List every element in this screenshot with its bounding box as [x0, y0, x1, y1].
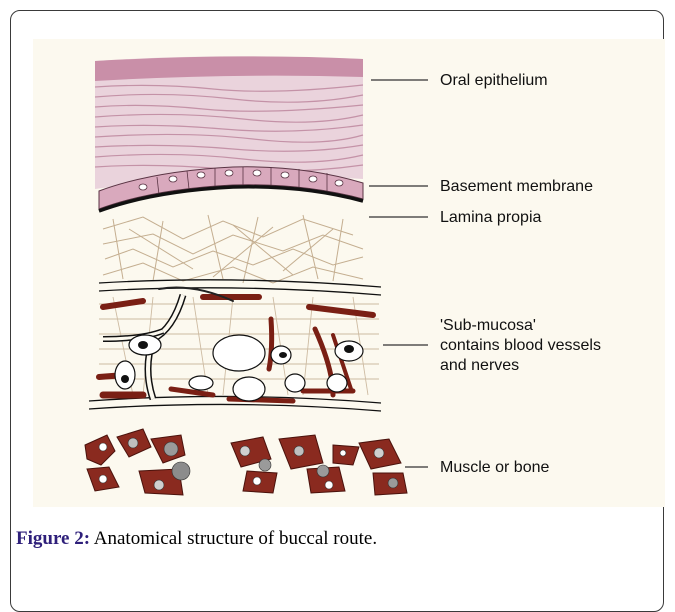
label-basement-membrane: Basement membrane [440, 177, 593, 197]
label-sub-mucosa: 'Sub-mucosa' contains blood vessels and … [440, 316, 670, 376]
buccal-mucosa-illustration [33, 39, 665, 507]
figure-caption: Figure 2: Anatomical structure of buccal… [16, 528, 377, 550]
figure-caption-label: Figure 2: [16, 528, 90, 549]
label-sub-mucosa-line1: 'Sub-mucosa' [440, 316, 670, 336]
lamina-propia-fibers [103, 215, 363, 283]
label-lamina-propia: Lamina propia [440, 208, 541, 228]
label-sub-mucosa-line3: and nerves [440, 356, 670, 376]
leader-lines [369, 80, 428, 467]
label-sub-mucosa-line2: contains blood vessels [440, 336, 670, 356]
figure-caption-text: Anatomical structure of buccal route. [90, 528, 377, 549]
label-muscle-or-bone: Muscle or bone [440, 458, 549, 478]
label-oral-epithelium: Oral epithelium [440, 71, 548, 91]
